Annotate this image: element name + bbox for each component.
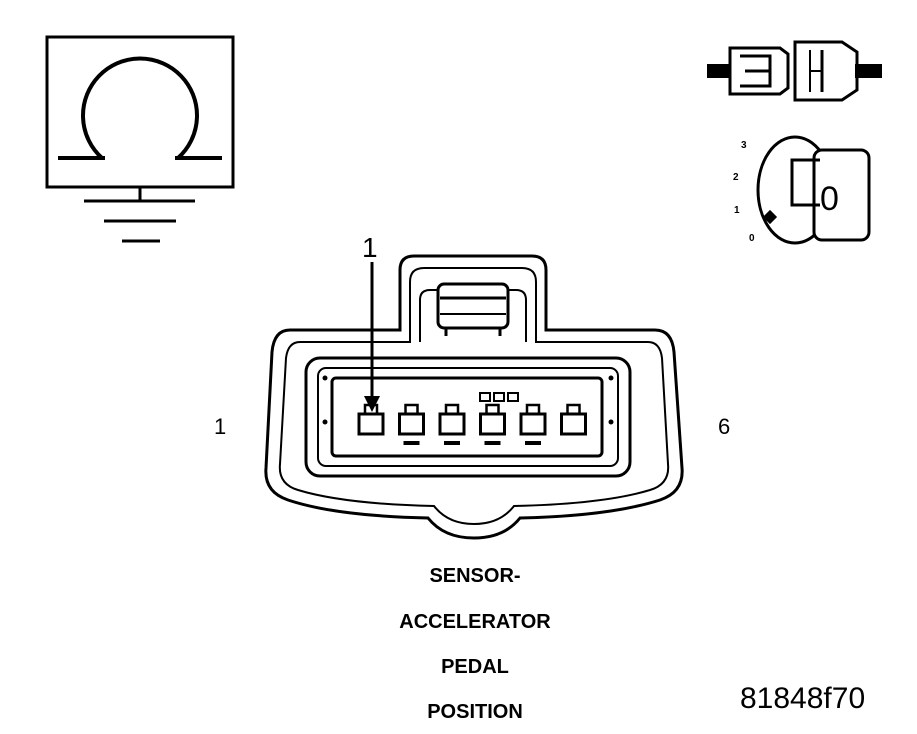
caption-line-4: POSITION [427, 701, 523, 723]
ignition-position-1: 1 [734, 205, 740, 216]
connector-housing-outline [264, 254, 684, 540]
pin-callout-number: 1 [362, 232, 378, 263]
caption-line-2: ACCELERATOR [399, 611, 551, 633]
connector-pin-6 [560, 403, 587, 436]
connector-pins [357, 403, 587, 445]
figure-id: 81848f70 [740, 682, 866, 715]
pin-callout-arrowhead [364, 396, 380, 412]
connector-pin-label-left: 1 [214, 414, 227, 439]
connector-pin-3 [438, 403, 466, 445]
caption-line-3: PEDAL [441, 656, 509, 678]
connector-latch [436, 282, 510, 330]
ignition-position-0: 0 [749, 233, 755, 244]
connector-pin-4 [479, 403, 506, 445]
connector-pin-5 [519, 403, 547, 445]
caption-line-1: SENSOR- [429, 565, 521, 587]
connector-pin-label-right: 6 [718, 414, 731, 439]
connector-pin-2 [398, 403, 425, 445]
ignition-position-2: 2 [733, 172, 739, 183]
ignition-key-mark: 0 [820, 180, 839, 218]
ignition-position-3: 3 [741, 140, 747, 151]
